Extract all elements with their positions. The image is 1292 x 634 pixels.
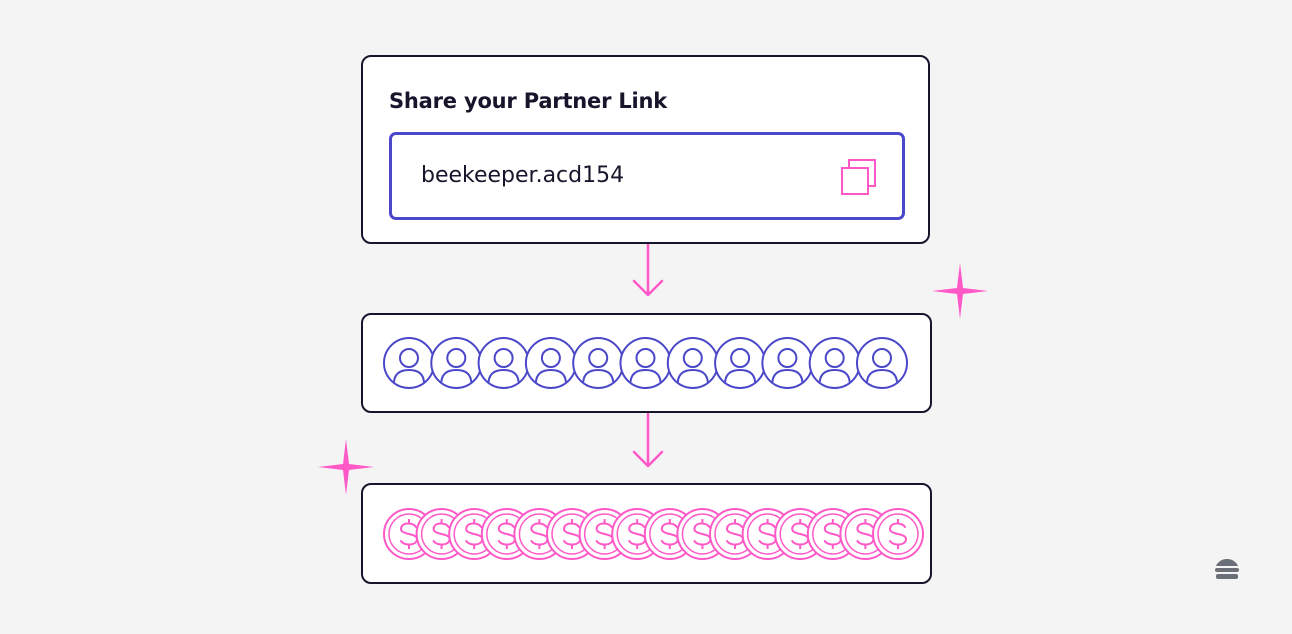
copy-button[interactable]	[837, 155, 881, 199]
earnings-card	[361, 483, 932, 584]
coin-icons-row	[383, 508, 924, 560]
user-circle-icon	[383, 337, 435, 389]
copy-icon	[841, 159, 876, 195]
arrow-share-to-users	[632, 242, 664, 297]
partner-link-value: beekeeper.acd154	[421, 163, 625, 188]
user-circle-icon	[524, 337, 577, 389]
user-circle-icon	[430, 337, 483, 389]
user-circle-icon	[714, 337, 767, 389]
card-title: Share your Partner Link	[389, 89, 668, 113]
user-circle-icon	[761, 337, 814, 389]
sparkle-icon	[932, 263, 988, 319]
share-link-card: Share your Partner Link beekeeper.acd154	[361, 55, 930, 244]
user-circle-icon	[666, 337, 719, 389]
user-circle-icon	[619, 337, 672, 389]
user-circle-icon	[572, 337, 625, 389]
dollar-coin-icon	[872, 508, 924, 560]
sparkle-icon	[318, 439, 374, 495]
partner-link-field[interactable]: beekeeper.acd154	[389, 132, 905, 220]
user-circle-icon	[856, 337, 908, 389]
user-circle-icon	[477, 337, 530, 389]
user-icons-row	[383, 337, 908, 389]
arrow-users-to-coins	[632, 411, 664, 468]
beehive-logo-icon	[1215, 559, 1239, 579]
referred-users-card	[361, 313, 932, 413]
user-circle-icon	[808, 337, 861, 389]
